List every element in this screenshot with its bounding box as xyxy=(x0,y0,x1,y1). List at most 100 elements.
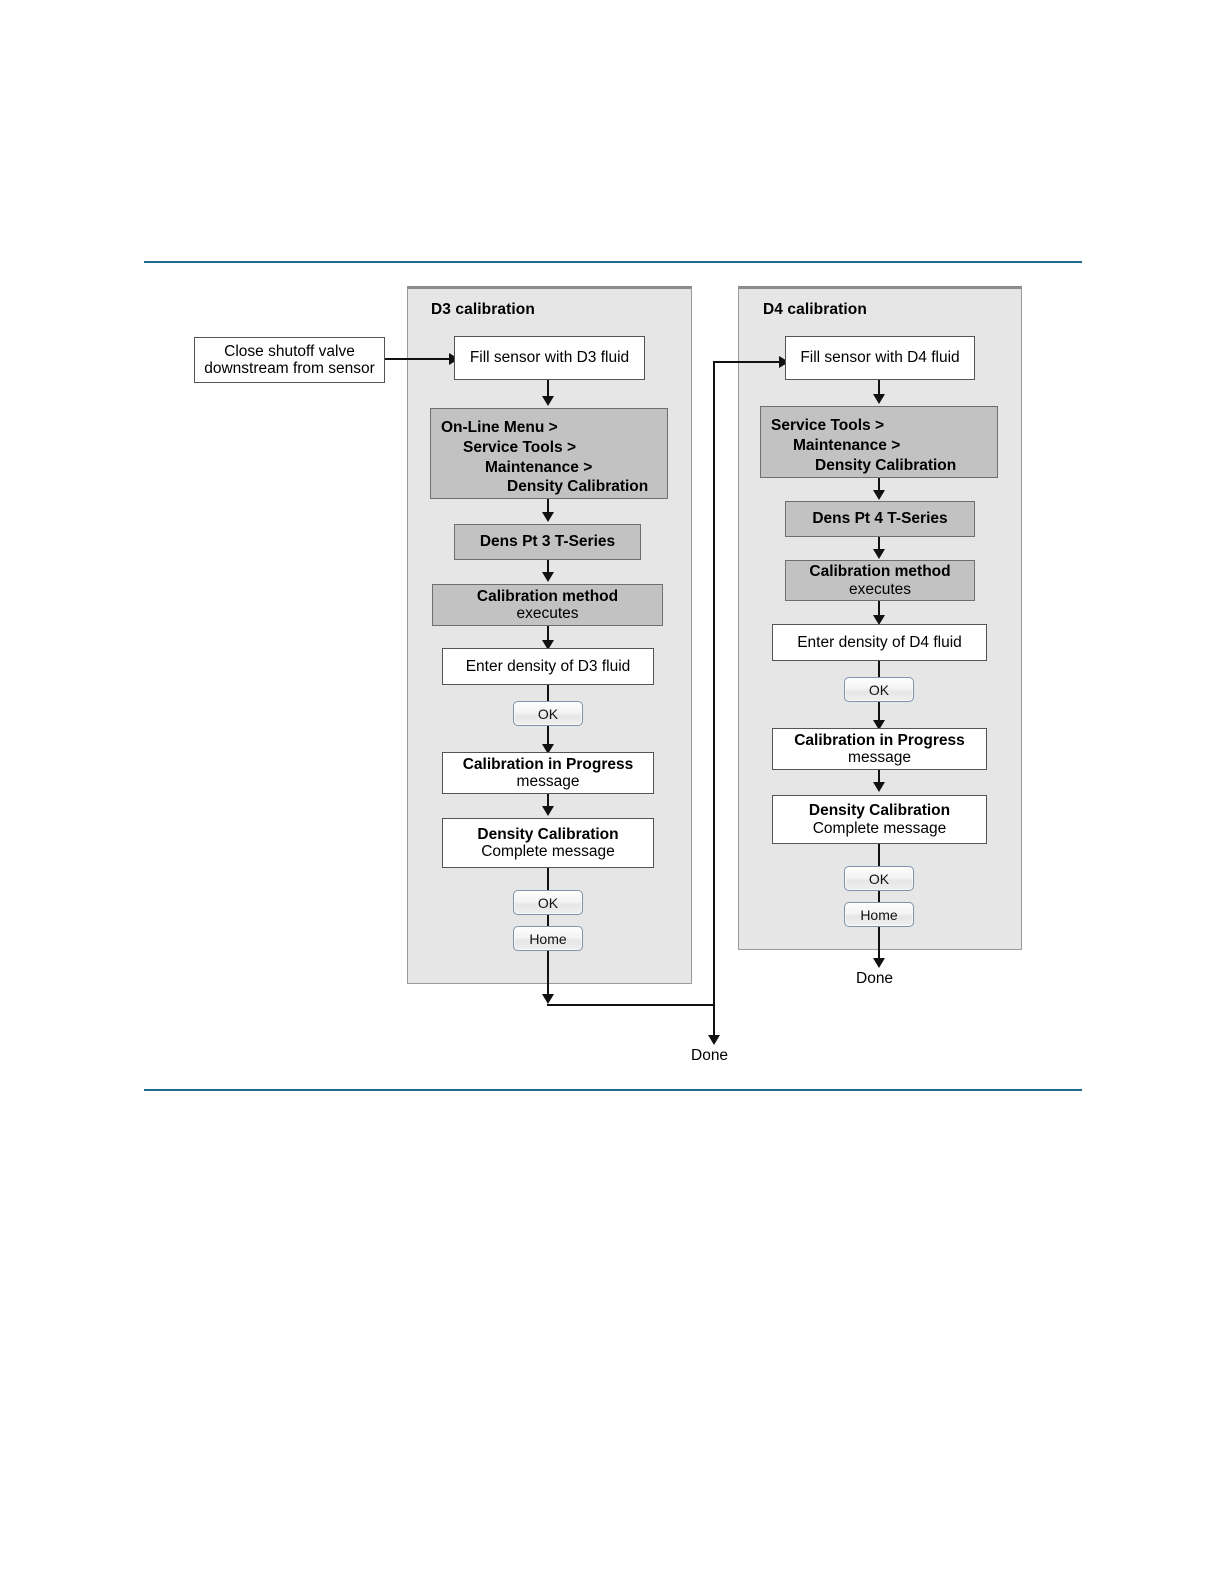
d3-menu-line-4: Density Calibration xyxy=(507,478,649,496)
d4-calibration-in-progress-normal: message xyxy=(848,749,911,766)
d3-arrowhead-1 xyxy=(542,396,554,406)
d3-arrowhead-4 xyxy=(542,640,554,650)
d4-enter-density-box: Enter density of D4 fluid xyxy=(772,624,987,661)
d3-done-arrowhead xyxy=(708,1035,720,1045)
d3-enter-density-label: Enter density of D3 fluid xyxy=(465,657,631,675)
d4-menu-path-box: Service Tools > Maintenance > Density Ca… xyxy=(760,406,998,478)
d3-home-button-label: Home xyxy=(529,930,567,947)
d4-calibration-in-progress-bold: Calibration in Progress xyxy=(794,731,965,749)
d3-ok-button-2[interactable]: OK xyxy=(513,890,583,915)
panel-title-d3: D3 calibration xyxy=(431,301,535,318)
d4-arrowhead-4 xyxy=(873,615,885,625)
d3-done-label: Done xyxy=(691,1047,729,1064)
d3-fill-sensor-box: Fill sensor with D3 fluid xyxy=(454,336,645,380)
d3-connector-5 xyxy=(547,685,549,701)
d3-calibration-in-progress-normal: message xyxy=(516,773,580,790)
d4-arrowhead-2 xyxy=(873,490,885,500)
d3-ok-button-1-label: OK xyxy=(537,705,559,722)
d3-menu-line-1: On-Line Menu > xyxy=(441,419,558,436)
d4-connector-6 xyxy=(878,702,880,723)
d3-connector-8 xyxy=(547,868,549,890)
d4-connector-1 xyxy=(878,380,880,396)
d4-home-button-label: Home xyxy=(860,906,898,923)
d3-connector-2 xyxy=(547,499,549,514)
d4-density-calibration-complete-box: Density Calibration Complete message xyxy=(772,795,987,844)
d3-connector-3 xyxy=(547,560,549,574)
start-close-shutoff-valve: Close shutoff valve downstream from sens… xyxy=(194,337,385,383)
d3-calibration-method-normal: executes xyxy=(516,605,579,622)
d3-connector-4 xyxy=(547,626,549,642)
d4-calibration-method-box: Calibration method executes xyxy=(785,560,975,601)
d4-connector-4 xyxy=(878,601,880,617)
bottom-divider-rule xyxy=(144,1089,1082,1091)
connector-start-to-d3 xyxy=(385,358,451,360)
d3-arrowhead-6 xyxy=(542,806,554,816)
d3-complete-bold: Density Calibration xyxy=(477,825,619,843)
d3-calibration-method-box: Calibration method executes xyxy=(432,584,663,626)
d3-ok-button-2-label: OK xyxy=(537,894,559,911)
d3-calibration-in-progress-box: Calibration in Progress message xyxy=(442,752,654,794)
d4-entry-horizontal-connector xyxy=(713,361,781,363)
d3-dens-pt-box: Dens Pt 3 T-Series xyxy=(454,524,641,560)
d4-arrowhead-1 xyxy=(873,394,885,404)
panel-title-d4: D4 calibration xyxy=(763,301,867,318)
d4-arrowhead-3 xyxy=(873,549,885,559)
d4-dens-pt-box: Dens Pt 4 T-Series xyxy=(785,501,975,537)
d3-enter-density-box: Enter density of D3 fluid xyxy=(442,648,654,685)
d3-connector-7 xyxy=(547,794,549,808)
d3-home-button[interactable]: Home xyxy=(513,926,583,951)
d3-exit-arrowhead xyxy=(542,994,554,1004)
d3-arrowhead-2 xyxy=(542,512,554,522)
top-divider-rule xyxy=(144,261,1082,263)
d3-calibration-method-bold: Calibration method xyxy=(476,587,619,605)
d3-to-d4-junction-line xyxy=(547,1004,714,1006)
d3-menu-line-3: Maintenance > xyxy=(485,458,593,476)
d4-connector-8 xyxy=(878,844,880,866)
d3-complete-normal: Complete message xyxy=(481,843,615,860)
d4-complete-bold: Density Calibration xyxy=(808,802,951,820)
d4-menu-line-3: Density Calibration xyxy=(815,456,957,474)
d4-calibration-in-progress-box: Calibration in Progress message xyxy=(772,728,987,770)
d3-calibration-in-progress-bold: Calibration in Progress xyxy=(462,755,634,773)
d3-menu-path-box: On-Line Menu > Service Tools > Maintenan… xyxy=(430,408,668,499)
start-line-1: Close shutoff valve xyxy=(224,342,355,360)
d4-connector-7 xyxy=(878,770,880,784)
d4-connector-3 xyxy=(878,537,880,551)
d3-fill-sensor-label: Fill sensor with D3 fluid xyxy=(469,349,630,367)
d4-fill-sensor-box: Fill sensor with D4 fluid xyxy=(785,336,975,380)
d4-ok-button-1[interactable]: OK xyxy=(844,677,914,702)
d4-connector-2 xyxy=(878,478,880,492)
d4-menu-line-2: Maintenance > xyxy=(793,436,901,454)
d4-connector-5 xyxy=(878,661,880,677)
d3-exit-connector xyxy=(547,951,549,995)
d3-done-connector xyxy=(713,1004,715,1037)
d4-ok-button-1-label: OK xyxy=(868,681,890,698)
d4-done-arrowhead xyxy=(873,958,885,968)
d4-ok-button-2-label: OK xyxy=(868,870,890,887)
d4-ok-button-2[interactable]: OK xyxy=(844,866,914,891)
d3-ok-button-1[interactable]: OK xyxy=(513,701,583,726)
d4-arrowhead-6 xyxy=(873,782,885,792)
start-line-2: downstream from sensor xyxy=(204,360,375,377)
d4-done-label: Done xyxy=(856,970,894,987)
d4-complete-normal: Complete message xyxy=(812,819,947,837)
d4-entry-vertical-connector xyxy=(713,362,715,1005)
d3-menu-line-2: Service Tools > xyxy=(463,438,577,456)
d4-fill-sensor-label: Fill sensor with D4 fluid xyxy=(800,349,960,367)
d4-connector-9 xyxy=(878,891,880,902)
panel-d3-calibration xyxy=(407,286,692,984)
d3-arrowhead-3 xyxy=(542,572,554,582)
d3-connector-6 xyxy=(547,726,549,746)
d3-connector-1 xyxy=(547,380,549,398)
d4-calibration-method-normal: executes xyxy=(848,580,912,598)
d3-dens-pt-label: Dens Pt 3 T-Series xyxy=(479,533,616,551)
d4-entry-arrowhead xyxy=(779,355,789,368)
d4-dens-pt-label: Dens Pt 4 T-Series xyxy=(812,510,948,528)
d4-done-connector xyxy=(878,927,880,961)
d3-arrowhead-5 xyxy=(542,744,554,754)
d4-arrowhead-5 xyxy=(873,720,885,730)
d3-density-calibration-complete-box: Density Calibration Complete message xyxy=(442,818,654,868)
d4-home-button[interactable]: Home xyxy=(844,902,914,927)
d4-menu-line-1: Service Tools > xyxy=(771,417,885,434)
